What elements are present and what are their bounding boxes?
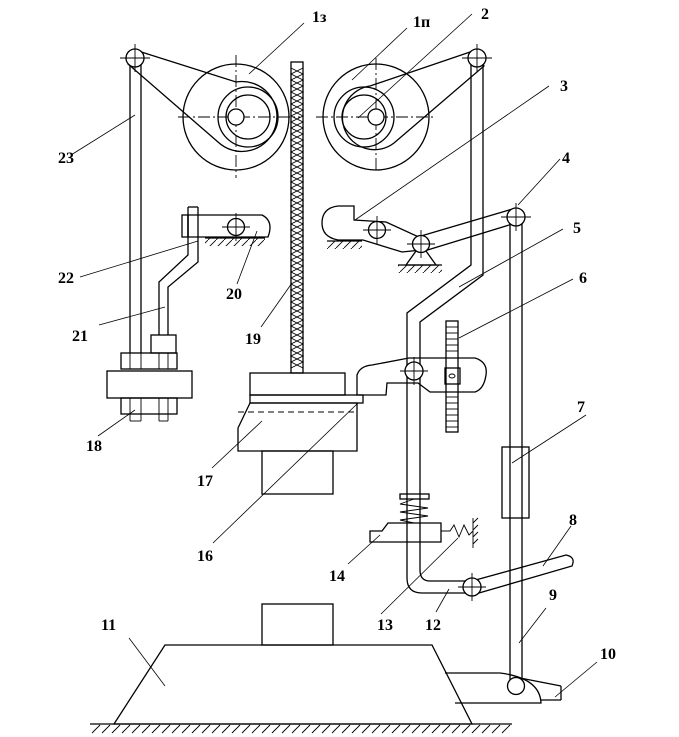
- left-lever: [127, 49, 279, 153]
- label-8: 8: [569, 512, 577, 529]
- label-22: 22: [58, 270, 74, 287]
- slider-head: [237, 372, 364, 495]
- right-vertical-rod: [501, 203, 531, 680]
- label-6: 6: [579, 270, 587, 287]
- lower-lever: [458, 554, 574, 601]
- label-5: 5: [573, 220, 581, 237]
- left-latch: [181, 213, 271, 246]
- left-cam-pivot: [227, 108, 245, 126]
- sliding-arm: [356, 357, 487, 396]
- label-10: 10: [600, 646, 616, 663]
- label-20: 20: [226, 286, 242, 303]
- left-rod: [129, 58, 142, 353]
- label-3: 3: [560, 78, 568, 95]
- right-latch: [321, 205, 422, 253]
- pedal-support: [445, 672, 562, 704]
- label-11: 11: [101, 617, 116, 634]
- right-top-pivot: [462, 44, 492, 72]
- right-lever-support: [398, 207, 522, 273]
- label-23: 23: [58, 150, 74, 167]
- label-7: 7: [577, 399, 585, 416]
- left-bent-rod: [158, 206, 199, 335]
- label-2: 2: [481, 6, 489, 23]
- spring-seat: [369, 517, 479, 548]
- label-16: 16: [197, 548, 213, 565]
- label-1z: 1з: [312, 9, 327, 26]
- right-cam-pivot: [367, 108, 385, 126]
- label-9: 9: [549, 587, 557, 604]
- right-rod: [406, 58, 484, 594]
- base-frame: [112, 644, 474, 725]
- left-clamp: [106, 334, 193, 422]
- label-14: 14: [329, 568, 345, 585]
- label-4: 4: [562, 150, 570, 167]
- label-17: 17: [197, 473, 213, 490]
- adjust-screw: [445, 320, 459, 433]
- label-18: 18: [86, 438, 102, 455]
- ground-line: [90, 723, 512, 734]
- right-lever: [333, 49, 485, 151]
- base-block: [261, 603, 334, 646]
- central-screw: [289, 61, 305, 374]
- label-19: 19: [245, 331, 261, 348]
- label-13: 13: [377, 617, 393, 634]
- leader-lines: [70, 13, 598, 698]
- label-1p: 1п: [413, 14, 430, 31]
- left-top-pivot: [120, 44, 150, 72]
- spring: [399, 493, 430, 524]
- label-12: 12: [425, 617, 441, 634]
- label-21: 21: [72, 328, 88, 345]
